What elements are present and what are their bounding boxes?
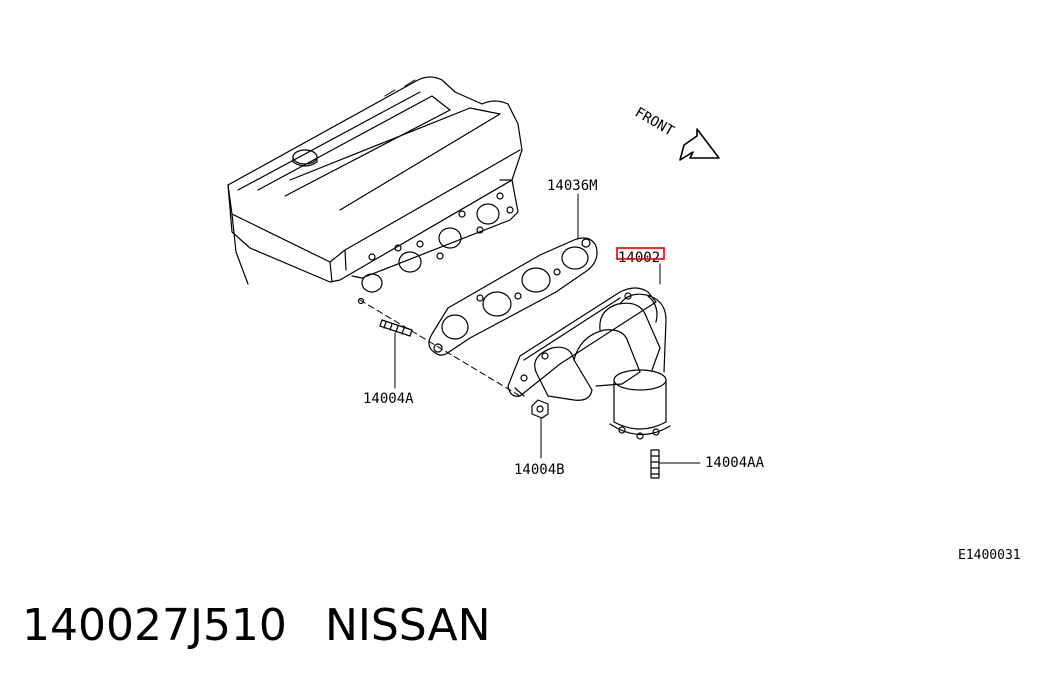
drawing-code: E1400031	[958, 548, 1021, 563]
cylinder-head-drawing	[227, 76, 523, 293]
gasket-drawing	[428, 237, 598, 356]
exhaust-manifold-drawing	[507, 287, 671, 440]
front-arrow-icon	[679, 128, 720, 161]
callout-14036m: 14036M	[547, 178, 598, 194]
callout-14004b: 14004B	[514, 462, 565, 478]
brand-name: NISSAN	[324, 600, 491, 651]
stud-aa-drawing	[650, 449, 701, 479]
nut-drawing	[531, 399, 549, 459]
assembly-guide-line	[359, 299, 521, 397]
highlight-box	[616, 247, 665, 260]
stud-drawing	[357, 297, 413, 389]
callout-14002: 14002	[618, 250, 660, 266]
front-label: FRONT	[632, 105, 677, 140]
callout-14004a: 14004A	[363, 391, 414, 407]
part-number: 140027J510	[22, 600, 287, 651]
callout-14004aa: 14004AA	[705, 455, 765, 471]
part-footer: 140027J510 NISSAN	[22, 600, 491, 651]
